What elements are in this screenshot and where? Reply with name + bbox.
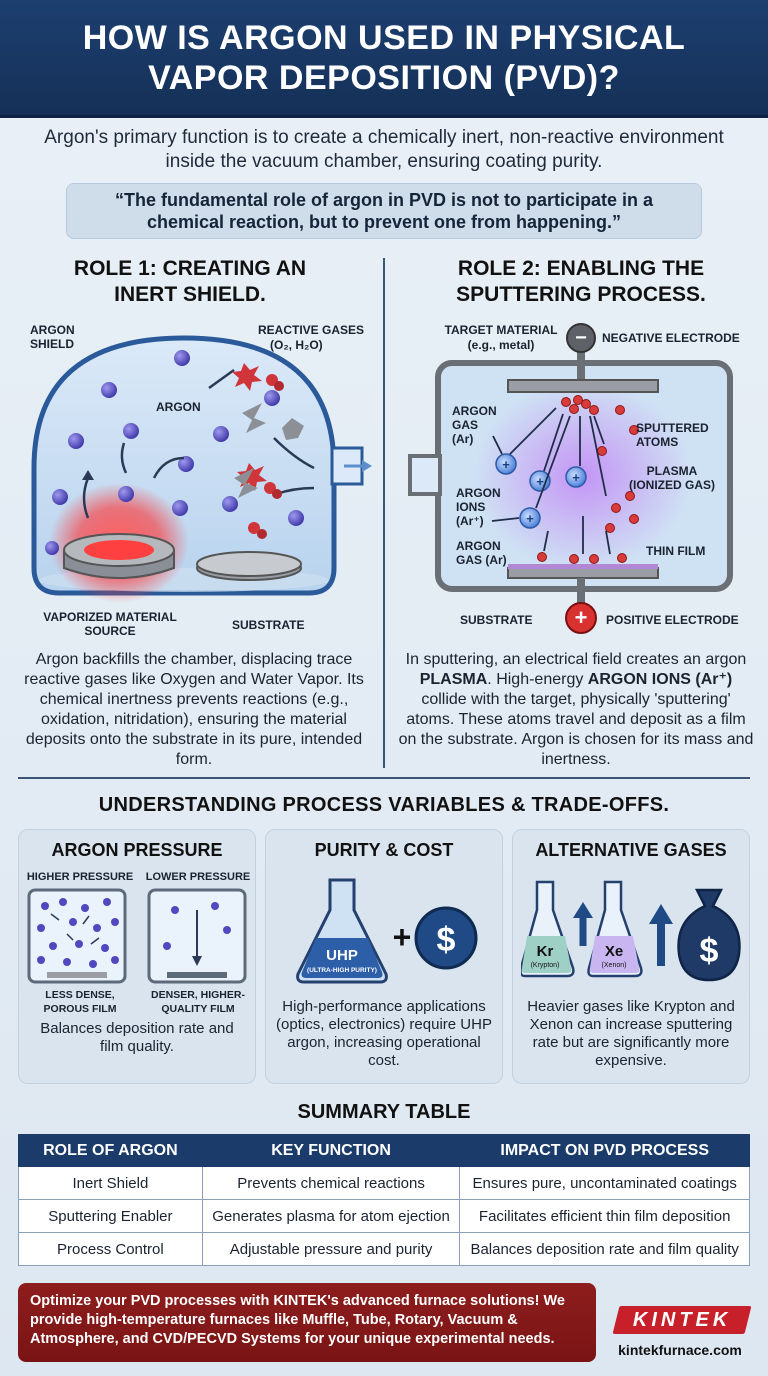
role1-title: ROLE 1: CREATING AN INERT SHIELD. xyxy=(73,257,307,306)
card-alternative-gases: ALTERNATIVE GASES Kr (Krypton) Xe (Xenon… xyxy=(512,829,750,1084)
label-less-dense-film: LESS DENSE, POROUS FILM xyxy=(43,989,117,1015)
svg-text:+: + xyxy=(502,457,510,472)
label-argon-gas-bottom: ARGON GAS (Ar) xyxy=(456,539,507,567)
svg-text:(Xenon): (Xenon) xyxy=(602,962,627,969)
svg-text:+: + xyxy=(572,470,580,485)
reactive-gas-molecules xyxy=(232,363,304,539)
label-higher-pressure: HIGHER PRESSURE xyxy=(26,871,134,883)
label-positive-electrode: POSITIVE ELECTRODE xyxy=(606,613,739,627)
card-argon-pressure: ARGON PRESSURE HIGHER PRESSURE LOWER PRE… xyxy=(18,829,256,1084)
role2-title: ROLE 2: ENABLING THE SPUTTERING PROCESS. xyxy=(456,257,706,306)
label-negative-electrode: NEGATIVE ELECTRODE xyxy=(602,331,740,345)
svg-text:$: $ xyxy=(700,932,719,970)
logo-badge: KINTEK xyxy=(612,1306,752,1334)
svg-text:Kr: Kr xyxy=(537,943,554,960)
table-cell: Sputtering Enabler xyxy=(18,1199,203,1233)
table-row: Process Control Adjustable pressure and … xyxy=(18,1232,750,1266)
negative-electrode-icon xyxy=(566,323,596,353)
table-cell: Inert Shield xyxy=(18,1166,203,1200)
svg-text:UHP: UHP xyxy=(326,947,358,964)
label-substrate-role2: SUBSTRATE xyxy=(460,613,533,627)
sputter-arrows xyxy=(491,407,611,555)
target-plate xyxy=(507,379,659,393)
summary-header-row: ROLE OF ARGON KEY FUNCTION IMPACT ON PVD… xyxy=(18,1134,750,1167)
summary-header-cell: IMPACT ON PVD PROCESS xyxy=(459,1134,750,1167)
svg-text:(ULTRA-HIGH PURITY): (ULTRA-HIGH PURITY) xyxy=(307,967,377,974)
table-row: Sputtering Enabler Generates plasma for … xyxy=(18,1199,750,1233)
card-alternatives-description: Heavier gases like Krypton and Xenon can… xyxy=(527,998,735,1069)
summary-table: ROLE OF ARGON KEY FUNCTION IMPACT ON PVD… xyxy=(18,1134,750,1266)
table-row: Inert Shield Prevents chemical reactions… xyxy=(18,1166,750,1200)
label-reactive-formula: (O₂, H₂O) xyxy=(270,338,323,352)
dollar-coin-icon xyxy=(414,906,478,970)
label-vaporized-source: VAPORIZED MATERIAL SOURCE xyxy=(43,610,177,638)
svg-text:(Krypton): (Krypton) xyxy=(531,962,560,969)
table-cell: Balances deposition rate and film qualit… xyxy=(459,1232,750,1266)
label-argon-shield: ARGON SHIELD xyxy=(30,323,75,351)
label-target-material: TARGET MATERIAL xyxy=(444,323,558,337)
label-denser-film: DENSER, HIGHER-QUALITY FILM xyxy=(151,989,245,1015)
label-lower-pressure: LOWER PRESSURE xyxy=(145,871,251,883)
kintek-logo[interactable]: KINTEK kintekfurnace.com xyxy=(610,1300,752,1364)
svg-text:+: + xyxy=(575,605,588,630)
card-pressure-description: Balances deposition rate and film qualit… xyxy=(40,1020,234,1055)
label-argon: ARGON xyxy=(156,400,201,414)
page-title: HOW IS ARGON USED IN PHYSICAL VAPOR DEPO… xyxy=(82,18,686,97)
label-reactive-gases: REACTIVE GASES xyxy=(258,323,365,337)
intro-text: Argon's primary function is to create a … xyxy=(44,127,724,172)
card-purity-title: PURITY & COST xyxy=(314,840,454,860)
vertical-divider xyxy=(383,258,385,768)
positive-electrode-icon xyxy=(565,602,597,634)
role2-description: In sputtering, an electrical field creat… xyxy=(398,651,754,768)
svg-text:+: + xyxy=(536,474,544,489)
sputtering-diagram: − + + + + + xyxy=(408,323,733,634)
label-target-example: (e.g., metal) xyxy=(467,338,535,352)
card-alternatives-title: ALTERNATIVE GASES xyxy=(535,840,727,860)
uhp-flask-graphic: UHP (ULTRA-HIGH PURITY) + $ xyxy=(296,878,478,984)
sputtered-atom-dots xyxy=(537,395,639,564)
svg-text:−: − xyxy=(575,327,587,349)
pressure-comparison-graphic xyxy=(27,888,247,984)
logo-text: KINTEK xyxy=(632,1308,732,1331)
money-bag-icon xyxy=(677,888,741,982)
website-link[interactable]: kintekfurnace.com xyxy=(618,1342,742,1358)
key-quote: “The fundamental role of argon in PVD is… xyxy=(66,183,702,239)
inert-shield-diagram xyxy=(31,335,372,603)
summary-header-cell: ROLE OF ARGON xyxy=(18,1134,203,1167)
tradeoffs-title: UNDERSTANDING PROCESS VARIABLES & TRADE-… xyxy=(98,794,670,816)
role1-description: Argon backfills the chamber, displacing … xyxy=(24,651,364,768)
table-cell: Process Control xyxy=(18,1232,203,1266)
gas-inlet xyxy=(408,454,442,496)
summary-header-cell: KEY FUNCTION xyxy=(201,1134,461,1167)
table-cell: Prevents chemical reactions xyxy=(201,1166,461,1200)
label-substrate-role1: SUBSTRATE xyxy=(232,618,305,632)
svg-text:Xe: Xe xyxy=(605,943,623,960)
alternative-gases-graphic: Kr (Krypton) Xe (Xenon) $ xyxy=(521,880,741,982)
card-purity-description: High-performance applications (optics, e… xyxy=(276,998,492,1069)
svg-text:$: $ xyxy=(437,921,456,959)
argon-atoms xyxy=(45,350,304,555)
horizontal-divider xyxy=(18,777,750,779)
label-sputtered-atoms: SPUTTERED ATOMS xyxy=(636,421,709,449)
label-argon-gas-top: ARGON GAS (Ar) xyxy=(452,404,497,446)
table-cell: Adjustable pressure and purity xyxy=(201,1232,461,1266)
table-cell: Generates plasma for atom ejection xyxy=(201,1199,461,1233)
substrate-plate xyxy=(507,567,659,579)
svg-text:+: + xyxy=(393,919,412,955)
table-cell: Facilitates efficient thin film depositi… xyxy=(459,1199,750,1233)
table-cell: Ensures pure, uncontaminated coatings xyxy=(459,1166,750,1200)
promo-banner[interactable]: Optimize your PVD processes with KINTEK'… xyxy=(18,1283,596,1362)
label-plasma: PLASMA (IONIZED GAS) xyxy=(629,464,715,492)
card-purity-cost: PURITY & COST UHP (ULTRA-HIGH PURITY) + … xyxy=(265,829,503,1084)
card-pressure-title: ARGON PRESSURE xyxy=(51,840,223,860)
label-thin-film: THIN FILM xyxy=(646,544,706,558)
header-banner: HOW IS ARGON USED IN PHYSICAL VAPOR DEPO… xyxy=(0,0,768,118)
svg-text:+: + xyxy=(526,511,534,526)
label-argon-ions: ARGON IONS (Ar⁺) xyxy=(456,486,501,528)
summary-title: SUMMARY TABLE xyxy=(297,1101,471,1123)
